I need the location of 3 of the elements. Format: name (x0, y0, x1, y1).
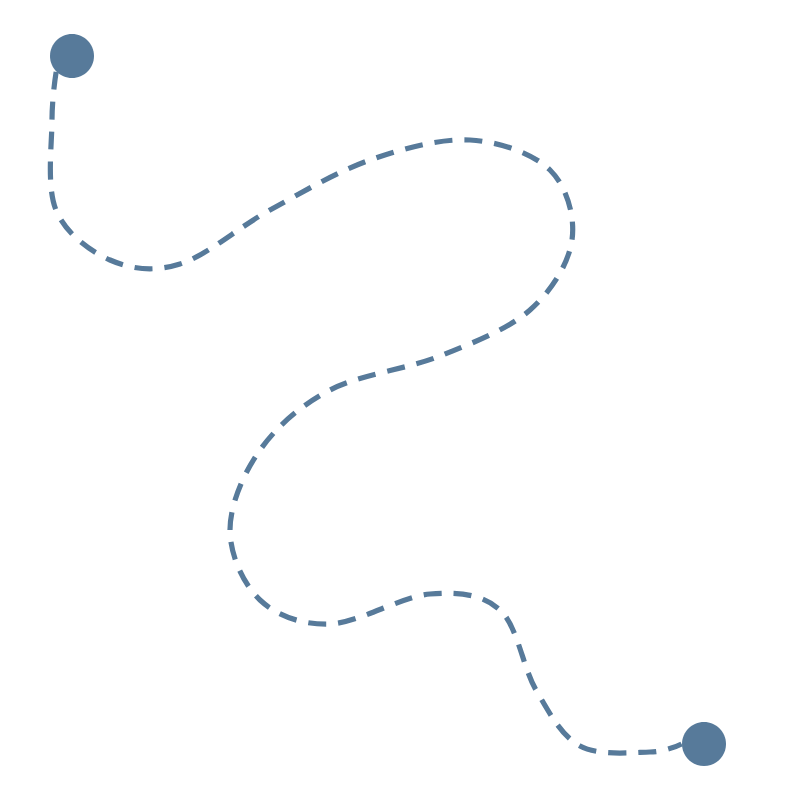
dot (50, 34, 94, 78)
dashed-path (47, 71, 683, 756)
dot (682, 722, 726, 766)
